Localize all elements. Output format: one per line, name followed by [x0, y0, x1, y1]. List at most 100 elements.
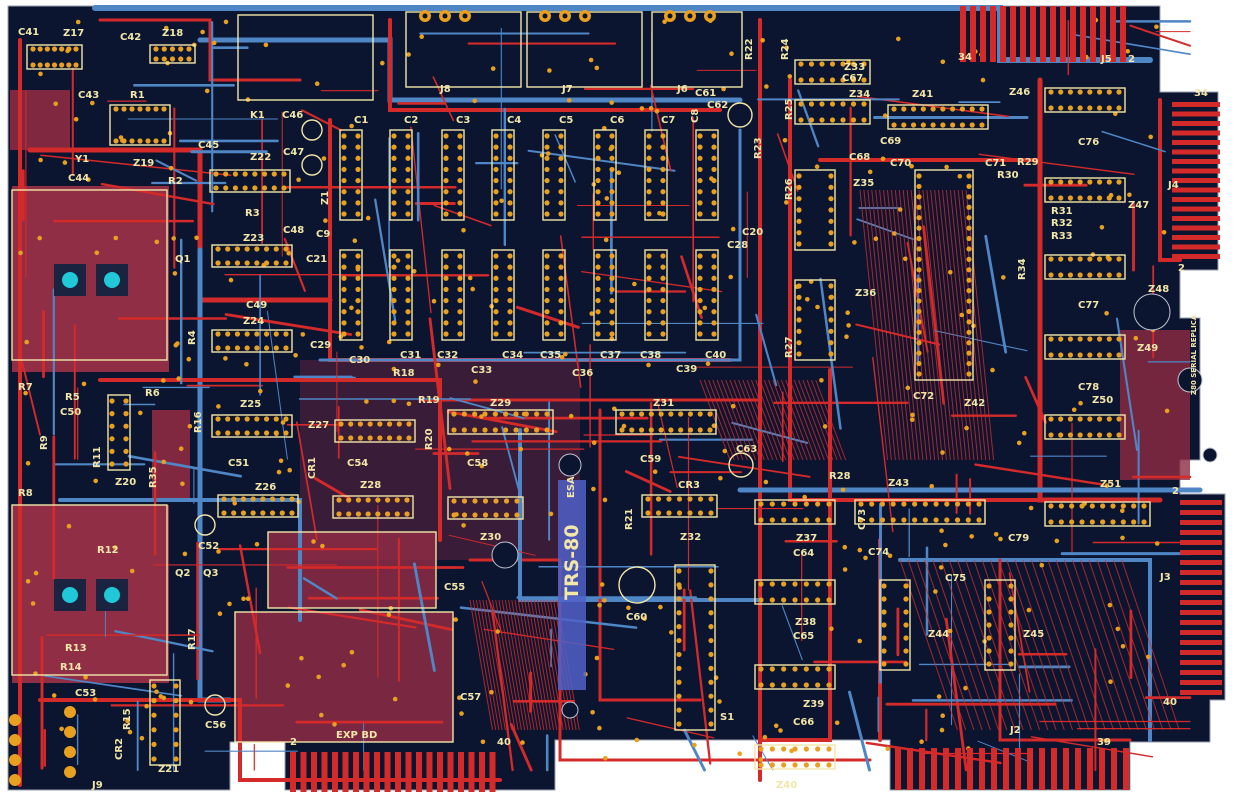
- ic-outline: [674, 564, 716, 731]
- ic-pad: [711, 166, 717, 173]
- label-q2: Q2: [175, 568, 191, 579]
- edge-finger: [1172, 216, 1220, 221]
- trace-fan: [981, 559, 1041, 731]
- ic-pad: [173, 698, 179, 704]
- ic-pad: [858, 501, 864, 507]
- ic-outline: [542, 129, 566, 221]
- ic-pad: [225, 430, 231, 436]
- trace-fan: [859, 189, 888, 461]
- label-j6: J6: [676, 84, 688, 95]
- via: [419, 34, 425, 39]
- ic-pad: [37, 46, 43, 52]
- ic-pad: [51, 62, 58, 68]
- ic-pad: [828, 340, 834, 346]
- ic-outline: [794, 279, 836, 361]
- edge-finger: [1027, 748, 1033, 790]
- ic-pad: [609, 309, 615, 315]
- edge-finger: [479, 752, 485, 792]
- ic-pad: [881, 583, 887, 589]
- label-c57: C57: [460, 692, 481, 703]
- ic-pad: [711, 320, 717, 326]
- ic-pad: [279, 510, 285, 516]
- ic-pad: [595, 253, 601, 259]
- ic-pad: [916, 204, 922, 210]
- trace-fan: [508, 599, 532, 731]
- via: [182, 551, 188, 557]
- ic-pad: [137, 106, 143, 112]
- mount-pad: [62, 587, 78, 603]
- label-c71: C71: [985, 158, 1006, 169]
- ic-pad: [173, 741, 179, 748]
- via: [722, 448, 728, 454]
- ic-pad: [443, 155, 449, 161]
- ic-pad: [1106, 336, 1112, 342]
- edge-finger: [447, 752, 454, 792]
- ic-pad: [966, 298, 972, 304]
- ic-pad: [507, 200, 513, 206]
- ic-pad: [250, 510, 256, 516]
- ic-pad: [781, 666, 787, 672]
- via: [129, 568, 135, 574]
- label-z50: Z50: [1092, 395, 1113, 406]
- label-c31: C31: [400, 350, 421, 361]
- ic-pad: [493, 211, 499, 217]
- ic-pad: [986, 661, 992, 667]
- ic-pad: [711, 309, 717, 315]
- trace-fan: [699, 379, 731, 461]
- trace-fan: [949, 189, 979, 461]
- ic-pad: [940, 122, 946, 128]
- ic-pad: [920, 122, 926, 128]
- trace-segment: [509, 723, 533, 772]
- via: [1107, 602, 1113, 608]
- ic-outline: [447, 496, 524, 520]
- ic-outline: [441, 129, 465, 221]
- edge-finger: [1172, 168, 1220, 174]
- ic-pad: [645, 496, 651, 502]
- ic-pad: [646, 155, 652, 161]
- ic-pad: [758, 501, 764, 507]
- ic-pad: [123, 436, 129, 442]
- ic-pad: [544, 200, 550, 206]
- via: [81, 381, 87, 387]
- ic-pad: [355, 133, 361, 139]
- ic-pad: [544, 189, 550, 195]
- via: [597, 603, 602, 608]
- ic-outline: [641, 494, 718, 518]
- connector-hole: [707, 13, 713, 19]
- ic-pad: [451, 411, 457, 417]
- trace-fan: [815, 379, 847, 461]
- ic-pad: [493, 177, 499, 184]
- via: [83, 675, 88, 680]
- ic-pad: [954, 517, 961, 523]
- label-c20: C20: [742, 227, 763, 238]
- mounting-hole: [558, 453, 582, 477]
- ic-pad: [493, 155, 499, 161]
- ic-pad: [609, 200, 615, 206]
- via: [730, 226, 736, 232]
- connector-pad: [9, 774, 21, 786]
- ic-pad: [769, 501, 775, 507]
- via: [161, 378, 166, 383]
- trace-segment: [459, 606, 638, 629]
- ic-pad: [850, 117, 857, 123]
- ic-pad: [523, 427, 529, 433]
- ic-pad: [828, 328, 834, 334]
- via: [495, 629, 501, 634]
- ic-pad: [461, 498, 468, 504]
- ic-pad: [595, 275, 601, 281]
- via: [959, 312, 965, 318]
- label-c53: C53: [75, 688, 96, 699]
- ic-pad: [758, 666, 764, 672]
- component-outline: [234, 611, 454, 743]
- label-c61: C61: [695, 88, 716, 99]
- ic-pad: [493, 498, 499, 504]
- label-z48: Z48: [1148, 284, 1169, 295]
- ic-pad: [59, 46, 65, 52]
- label-c47: C47: [283, 147, 304, 158]
- via: [1127, 192, 1132, 198]
- ic-pad: [391, 297, 397, 304]
- ic-pad: [697, 133, 703, 139]
- ic-pad: [405, 253, 411, 259]
- trace-segment: [287, 606, 417, 629]
- trace-segment: [1030, 736, 1154, 758]
